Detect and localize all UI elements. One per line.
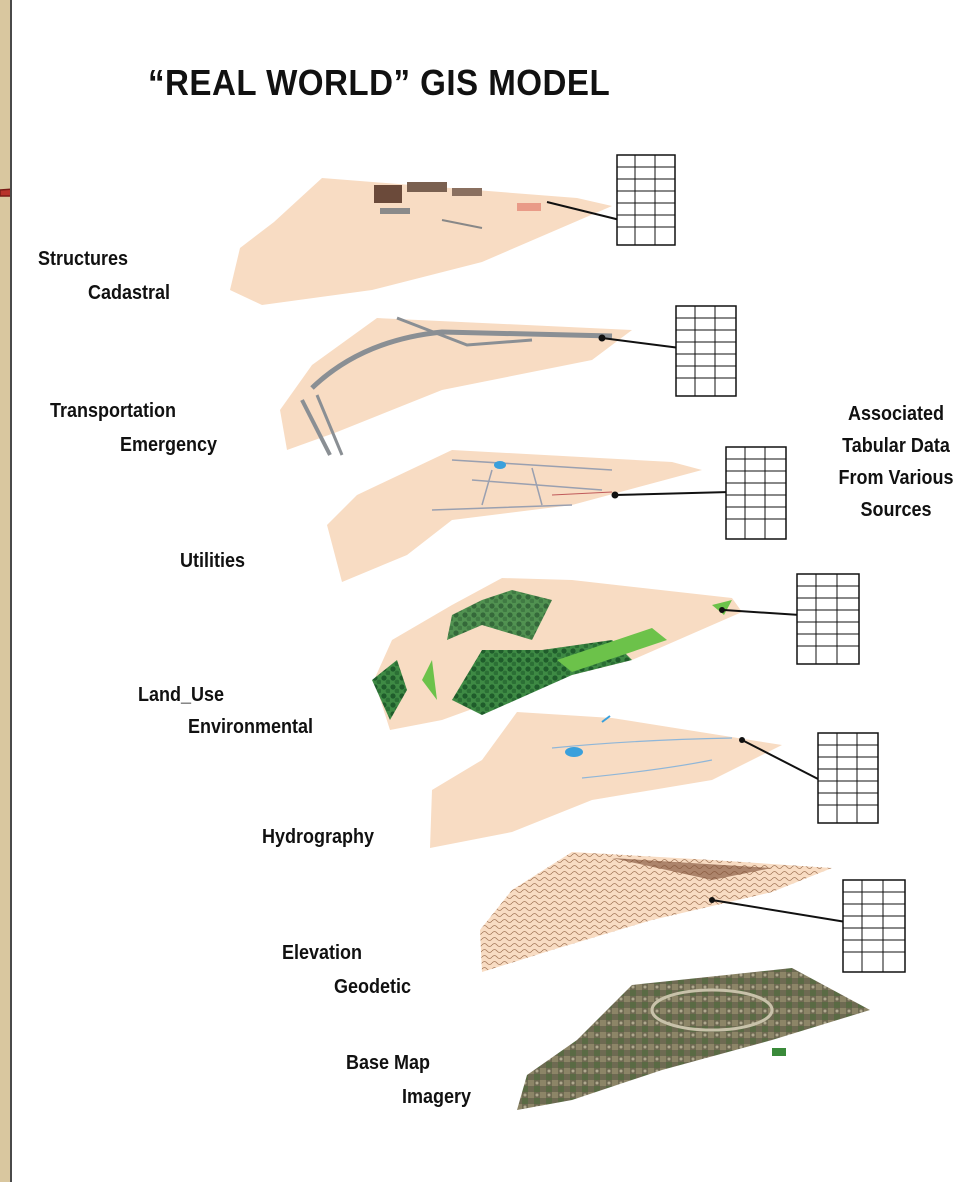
layer-imagery xyxy=(517,968,870,1110)
label-utilities: Utilities xyxy=(180,550,245,572)
label-environmental: Environmental xyxy=(188,716,313,738)
label-base-map: Base Map xyxy=(346,1052,430,1074)
attribute-table-1 xyxy=(617,155,675,245)
label-cadastral: Cadastral xyxy=(88,282,170,304)
attribute-table-3 xyxy=(726,447,786,539)
layer-transportation xyxy=(280,318,632,455)
attribute-table-4 xyxy=(797,574,859,664)
label-elevation: Elevation xyxy=(282,942,362,964)
page-title: “REAL WORLD” GIS MODEL xyxy=(148,62,792,104)
layer-landuse xyxy=(372,578,742,730)
slide-panel: “REAL WORLD” GIS MODEL Structures Cadast… xyxy=(10,0,980,1182)
layer-hydrography xyxy=(430,712,782,848)
attribute-table-2 xyxy=(676,306,736,396)
associated-line-4: Sources xyxy=(820,494,971,526)
label-hydrography: Hydrography xyxy=(262,826,374,848)
label-geodetic: Geodetic xyxy=(334,976,411,998)
label-emergency: Emergency xyxy=(120,434,217,456)
label-transportation: Transportation xyxy=(50,400,176,422)
label-imagery: Imagery xyxy=(402,1086,471,1108)
associated-line-3: From Various xyxy=(820,462,971,494)
layer-utilities xyxy=(327,450,702,582)
label-structures: Structures xyxy=(38,248,128,270)
attribute-table-5 xyxy=(818,733,878,823)
layer-structures xyxy=(230,178,612,305)
attribute-tables xyxy=(547,155,905,972)
attribute-table-6 xyxy=(843,880,905,972)
label-land-use: Land_Use xyxy=(138,684,224,706)
associated-line-2: Tabular Data xyxy=(820,430,971,462)
associated-line-1: Associated xyxy=(820,398,971,430)
associated-tabular-data-note: Associated Tabular Data From Various Sou… xyxy=(812,398,980,526)
gis-layer-diagram xyxy=(12,0,980,1182)
